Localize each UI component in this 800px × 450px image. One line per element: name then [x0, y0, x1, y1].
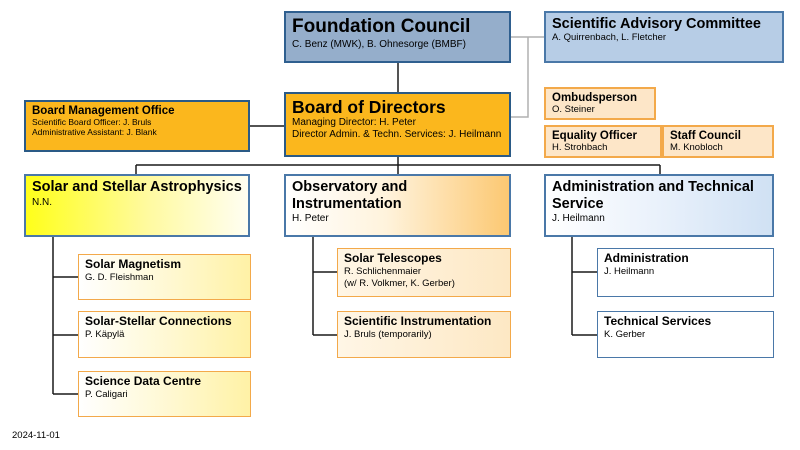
- group-members: (w/ R. Volkmer, K. Gerber): [344, 277, 455, 289]
- board-management-office-box: Board Management Office Scientific Board…: [24, 100, 250, 152]
- group-scientific-instrumentation: Scientific Instrumentation J. Bruls (tem…: [337, 311, 511, 358]
- department-head: H. Peter: [292, 213, 329, 225]
- department-solar-stellar-astrophysics: Solar and Stellar Astrophysics N.N.: [24, 174, 250, 237]
- group-lead: R. Schlichenmaier: [344, 265, 422, 277]
- management-office-assistant: Administrative Assistant: J. Blank: [32, 126, 157, 137]
- board-of-directors-box: Board of Directors Managing Director: H.…: [284, 92, 511, 157]
- staff-council-box: Staff Council M. Knobloch: [662, 125, 774, 158]
- department-observatory-instrumentation: Observatory and Instrumentation H. Peter: [284, 174, 511, 237]
- foundation-council-title: Foundation Council: [292, 16, 471, 37]
- group-lead: J. Heilmann: [604, 265, 655, 277]
- staff-council-name: M. Knobloch: [670, 142, 723, 154]
- foundation-council-members: C. Benz (MWK), B. Ohnesorge (BMBF): [292, 38, 466, 50]
- group-title: Solar-Stellar Connections: [85, 314, 232, 328]
- ombudsperson-title: Ombudsperson: [552, 92, 637, 104]
- equality-title: Equality Officer: [552, 130, 637, 142]
- group-title: Science Data Centre: [85, 374, 202, 388]
- board-managing-director: Managing Director: H. Peter: [292, 117, 416, 129]
- chart-date: 2024-11-01: [12, 430, 60, 441]
- group-lead: P. Caligari: [85, 388, 128, 400]
- group-title: Solar Magnetism: [85, 257, 182, 271]
- department-head: N.N.: [32, 196, 52, 208]
- management-office-officer: Scientific Board Officer: J. Bruls: [32, 117, 152, 128]
- advisory-members: A. Quirrenbach, L. Fletcher: [552, 31, 667, 43]
- group-title: Administration: [604, 251, 689, 265]
- board-title: Board of Directors: [292, 97, 446, 117]
- group-solar-telescopes: Solar Telescopes R. Schlichenmaier (w/ R…: [337, 248, 511, 297]
- ombudsperson-name: O. Steiner: [552, 104, 595, 116]
- foundation-council-box: Foundation Council C. Benz (MWK), B. Ohn…: [284, 11, 511, 63]
- ombudsperson-box: Ombudsperson O. Steiner: [544, 87, 656, 120]
- group-lead: P. Käpylä: [85, 328, 125, 340]
- group-solar-stellar-connections: Solar-Stellar Connections P. Käpylä: [78, 311, 251, 358]
- equality-name: H. Strohbach: [552, 142, 608, 154]
- department-title: Administration and Technical Service: [552, 179, 754, 212]
- management-office-title: Board Management Office: [32, 105, 175, 117]
- group-title: Technical Services: [604, 314, 712, 328]
- group-title: Solar Telescopes: [344, 251, 442, 265]
- advisory-title: Scientific Advisory Committee: [552, 16, 761, 32]
- group-title: Scientific Instrumentation: [344, 314, 492, 328]
- group-lead: G. D. Fleishman: [85, 271, 154, 283]
- department-title: Solar and Stellar Astrophysics: [32, 179, 242, 195]
- board-admin-director: Director Admin. & Techn. Services: J. He…: [292, 128, 502, 140]
- group-science-data-centre: Science Data Centre P. Caligari: [78, 371, 251, 417]
- group-lead: K. Gerber: [604, 328, 646, 340]
- scientific-advisory-committee-box: Scientific Advisory Committee A. Quirren…: [544, 11, 784, 63]
- equality-officer-box: Equality Officer H. Strohbach: [544, 125, 662, 158]
- department-head: J. Heilmann: [552, 213, 605, 225]
- group-solar-magnetism: Solar Magnetism G. D. Fleishman: [78, 254, 251, 300]
- group-lead: J. Bruls (temporarily): [344, 328, 432, 340]
- staff-council-title: Staff Council: [670, 130, 741, 142]
- group-administration: Administration J. Heilmann: [597, 248, 774, 297]
- group-technical-services: Technical Services K. Gerber: [597, 311, 774, 358]
- department-title: Observatory and Instrumentation: [292, 179, 408, 212]
- department-administration-technical-service: Administration and Technical Service J. …: [544, 174, 774, 237]
